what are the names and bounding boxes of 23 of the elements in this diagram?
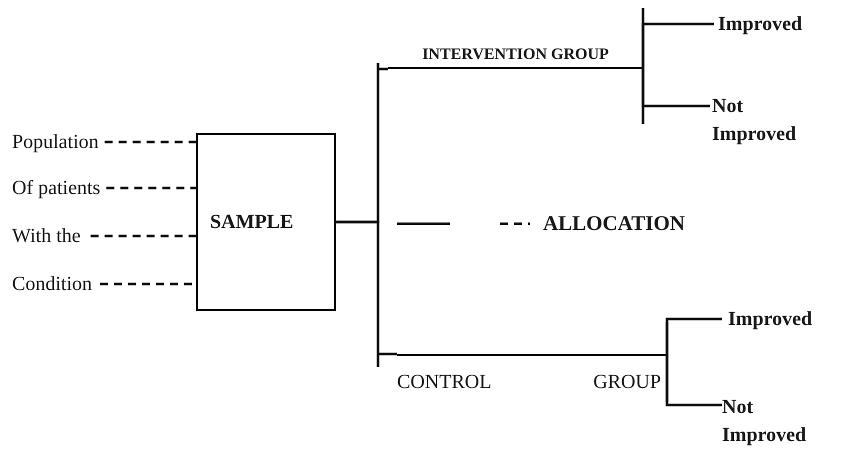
group-heading: INTERVENTION GROUP bbox=[388, 46, 643, 69]
connector-line bbox=[666, 354, 722, 406]
label-text: CONTROL bbox=[397, 370, 492, 395]
label-text: SAMPLE bbox=[210, 210, 294, 235]
connector-line bbox=[642, 69, 710, 108]
sample-box bbox=[196, 133, 336, 311]
outcome-label: Improved bbox=[728, 305, 844, 333]
dashed-line bbox=[397, 222, 530, 225]
label-text: Of patients bbox=[12, 174, 100, 202]
label-text: Condition bbox=[12, 270, 92, 298]
dashed-line bbox=[106, 186, 196, 190]
outcome-label: Improved bbox=[718, 10, 838, 38]
connector-line bbox=[666, 318, 722, 354]
label-text: With the bbox=[12, 222, 81, 250]
allocation-label: ALLOCATION bbox=[543, 209, 733, 238]
connector-line bbox=[642, 22, 714, 69]
connector-line bbox=[336, 220, 397, 368]
dashed-line bbox=[104, 140, 196, 144]
population-label: Population bbox=[12, 128, 99, 156]
label-text: GROUP bbox=[593, 370, 661, 395]
outcome-label: Not Improved bbox=[712, 92, 822, 148]
outcome-label: Not Improved bbox=[722, 393, 832, 449]
dashed-line bbox=[90, 234, 196, 238]
